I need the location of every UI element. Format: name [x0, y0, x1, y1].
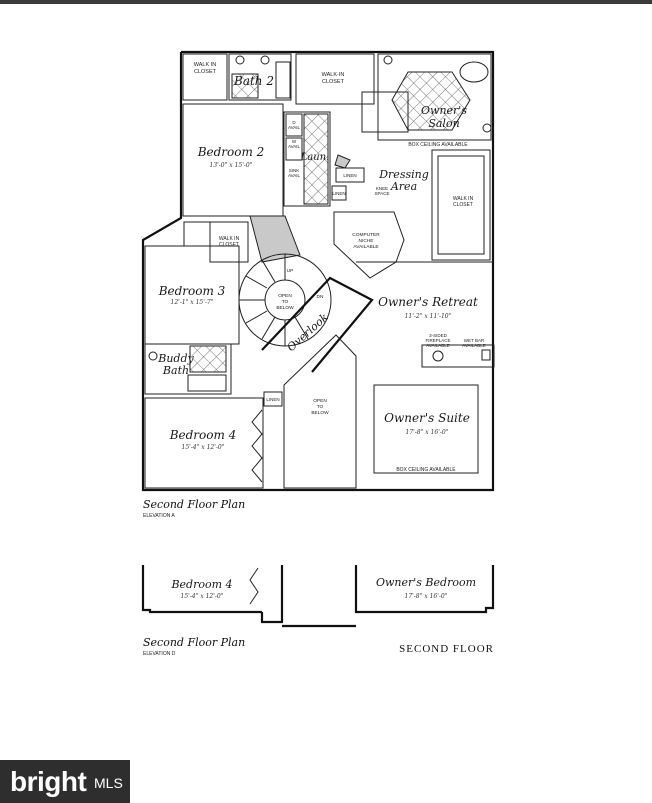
bath2-sink-a [235, 55, 245, 65]
elev-d-owners-bedroom-dim: 17'-8" x 16'-0" [405, 593, 448, 600]
linen2-label: LINEN [332, 191, 345, 196]
walkin-closet-c-inner [437, 155, 485, 255]
plan-d-subtitle: ELEVATION D [143, 651, 176, 657]
bedroom4-label: Bedroom 4 [169, 428, 237, 442]
bath2-tile [231, 73, 259, 99]
elev-d-closet-doors [249, 567, 259, 605]
owners-salon-tile [391, 71, 471, 131]
bedroom2-box [182, 103, 284, 217]
owners-salon-box [377, 53, 492, 141]
mls-logo-text: MLS [94, 775, 123, 791]
owners-suite-box-ceiling [373, 384, 479, 474]
fireplace-icon [432, 350, 444, 362]
bedroom3-label: Bedroom 3 [158, 284, 226, 298]
elev-d-left-wall [141, 565, 262, 614]
linen1-label: LINEN [343, 173, 356, 178]
owners-suite-dim: 17'-8" x 16'-0" [406, 429, 449, 436]
bath2-sink-b [260, 55, 270, 65]
walkin-closet-c-box [431, 149, 491, 261]
top-edge-band [0, 0, 652, 4]
linen1-box [335, 167, 365, 183]
linen2-box [331, 185, 347, 201]
elev-d-right-wall [354, 565, 495, 614]
second-floor-label: SECOND FLOOR [399, 643, 494, 655]
owners-shower [361, 91, 409, 133]
laun-label: Laun. [300, 152, 330, 163]
linen3-box [263, 391, 283, 407]
bright-mls-logo: bright MLS [0, 760, 130, 803]
plan-elevation-a [141, 50, 495, 492]
plan-d-title: Second Floor Plan [143, 636, 245, 649]
dryer-box [285, 113, 303, 137]
bedroom3-closet-stub [183, 221, 211, 247]
owners-toilet [383, 55, 393, 65]
stair-up-label: UP [287, 268, 294, 274]
bright-logo-text: bright [10, 766, 87, 797]
overlook-rail [261, 276, 374, 373]
bedroom4-closet-doors [251, 409, 263, 483]
hall-grey-a [334, 154, 351, 169]
bath2-label: Bath 2 [233, 74, 274, 88]
laundry-tile [303, 113, 329, 205]
owners-suite-label: Owner's Suite [384, 411, 470, 425]
owners-retreat-label: Owner's Retreat [378, 295, 478, 309]
bedroom4-box [144, 397, 264, 489]
bedroom3-dim: 12'-1" x 15'-7" [171, 299, 214, 306]
elev-d-bedroom4-dim: 15'-4" x 12'-0" [181, 593, 224, 600]
walkin-closet-b-box [295, 53, 375, 105]
bath2-box [228, 53, 292, 101]
box-ceiling-bottom-label: BOX CEILING AVAILABLE [396, 467, 456, 473]
plan-elevation-d [141, 565, 495, 628]
open-to-below-center-box [283, 334, 357, 489]
spiral-stair-treads [239, 254, 309, 346]
buddy-bath-tile [189, 345, 227, 373]
overlook-label: Overlook [285, 310, 331, 354]
owners-sink [482, 123, 492, 133]
linen3-label: LINEN [266, 397, 279, 402]
buddy-bath-sink [148, 351, 158, 361]
stair-dn-label: DN [317, 294, 324, 300]
walkin-closet-a-box [182, 53, 228, 101]
bath2-tub [275, 61, 291, 99]
owners-tub [459, 61, 489, 83]
washer-box [285, 137, 303, 161]
bedroom2-dim: 13'-0" x 15'-0" [210, 162, 253, 169]
elev-d-mid-wall [260, 565, 284, 624]
plan-a-subtitle: ELEVATION A [143, 513, 175, 519]
fireplace-wetbar-strip [421, 344, 495, 368]
plan-a-title: Second Floor Plan [143, 498, 245, 511]
wet-bar-icon [481, 349, 491, 361]
laundry-box [283, 111, 331, 207]
box-ceiling-top-label: BOX CEILING AVAILABLE [408, 142, 468, 148]
elev-d-owners-bedroom-label: Owner's Bedroom [376, 576, 476, 589]
buddy-bath-box [144, 343, 232, 395]
buddy-bath-tub [187, 374, 227, 392]
bedroom2-label: Bedroom 2 [197, 145, 265, 159]
elev-d-bedroom4-label: Bedroom 4 [170, 578, 232, 591]
hall-grey-b [249, 215, 301, 263]
bedroom4-dim: 15'-4" x 12'-0" [182, 444, 225, 451]
owners-retreat-dim: 11'-2" x 11'-10" [405, 313, 452, 320]
